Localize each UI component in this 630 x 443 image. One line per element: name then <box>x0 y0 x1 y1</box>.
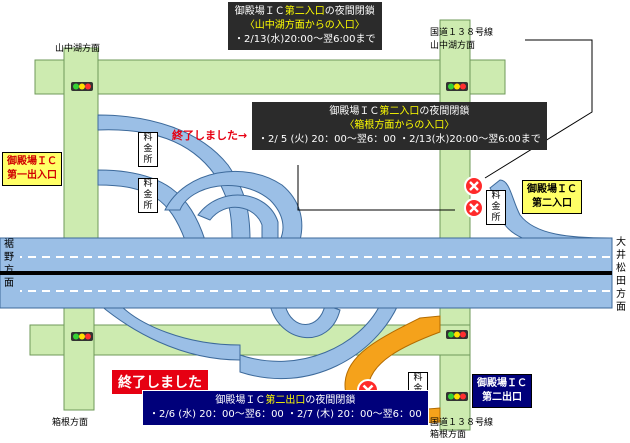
notice-top: 御殿場ＩＣ第二入口の夜間閉鎖 〈山中湖方面からの入口〉 ・2/13(水)20:0… <box>228 2 382 50</box>
traffic-signals <box>71 82 468 401</box>
notice-bottom-line1: ・2/6 (水) 20：00～翌6：00 <box>149 409 284 420</box>
traffic-signal-se <box>446 330 468 339</box>
notice-top-title: 御殿場ＩＣ第二入口の夜間閉鎖 <box>234 6 375 17</box>
notice-middle-title: 御殿場ＩＣ第二入口の夜間閉鎖 <box>329 106 470 117</box>
road-west-vertical-south <box>63 304 95 411</box>
place-hakone-se: 箱根方面 <box>430 430 467 440</box>
expressway-median <box>0 271 612 275</box>
notice-bottom: 御殿場ＩＣ第二出口の夜間閉鎖 ・2/6 (水) 20：00～翌6：00 ・2/7… <box>142 390 429 426</box>
traffic-signal-nw <box>71 82 93 91</box>
notice-top-line1: ・2/13(水)20:00～翌6:00まで <box>234 34 376 45</box>
notice-middle-line2: ・2/13(水)20:00～翌6:00まで <box>399 134 541 145</box>
road-route138-south <box>439 304 471 431</box>
interchange-ramps <box>97 114 611 380</box>
traffic-signal-exit <box>446 392 468 401</box>
closure-icon <box>464 176 484 196</box>
ic-label-first-entrance: 御殿場ＩＣ 第一出入口 <box>2 152 62 186</box>
expressway-lane-marks-bottom <box>20 290 610 292</box>
ramp-south-loop <box>269 304 341 338</box>
tollbooth-upper: 料金所 <box>138 132 158 167</box>
expressway <box>0 237 613 309</box>
place-route138-se: 国道１３８号線 <box>430 418 494 428</box>
place-yamanakako-nw: 山中湖方面 <box>55 44 101 54</box>
notice-middle-sub: 〈箱根方面からの入口〉 <box>344 120 455 131</box>
ramp-loop-north <box>164 170 303 241</box>
ramp-south-west <box>98 304 241 361</box>
traffic-signal-sw <box>71 332 93 341</box>
tollbooth-lower: 料金所 <box>138 178 158 213</box>
tollbooth-second-entrance: 料金所 <box>486 190 506 225</box>
ramp-loop-inner <box>197 194 279 241</box>
place-yamanakako-ne: 山中湖方面 <box>430 41 476 51</box>
ic-label-second-entrance: 御殿場ＩＣ 第二入口 <box>522 180 582 214</box>
road-west-vertical <box>63 47 99 239</box>
road-north-horizontal <box>34 59 506 95</box>
callout-middle <box>297 165 455 211</box>
notice-middle-line1: ・2/ 5 (火) 20：00～翌6：00 <box>258 134 396 145</box>
notice-bottom-title: 御殿場ＩＣ第二出口の夜間閉鎖 <box>215 395 356 406</box>
place-susono: 裾野方面 <box>4 239 14 289</box>
ended-label-middle: 終了しました→ <box>172 129 248 142</box>
closure-icon <box>464 198 484 218</box>
expressway-lane-marks-top <box>20 256 610 258</box>
traffic-signal-ne <box>446 82 468 91</box>
place-route138-ne: 国道１３８号線 <box>430 28 494 38</box>
ic-label-second-exit: 御殿場ＩＣ 第二出口 <box>472 374 532 408</box>
notice-middle: 御殿場ＩＣ第二入口の夜間閉鎖 〈箱根方面からの入口〉 ・2/ 5 (火) 20：… <box>252 102 547 150</box>
place-hakone-sw: 箱根方面 <box>52 418 89 428</box>
place-oimatsuda: 大井松田方面 <box>616 237 626 313</box>
notice-top-sub: 〈山中湖方面からの入口〉 <box>244 20 365 31</box>
notice-bottom-line2: ・2/7 (木) 20：00～翌6：00 <box>286 409 422 420</box>
